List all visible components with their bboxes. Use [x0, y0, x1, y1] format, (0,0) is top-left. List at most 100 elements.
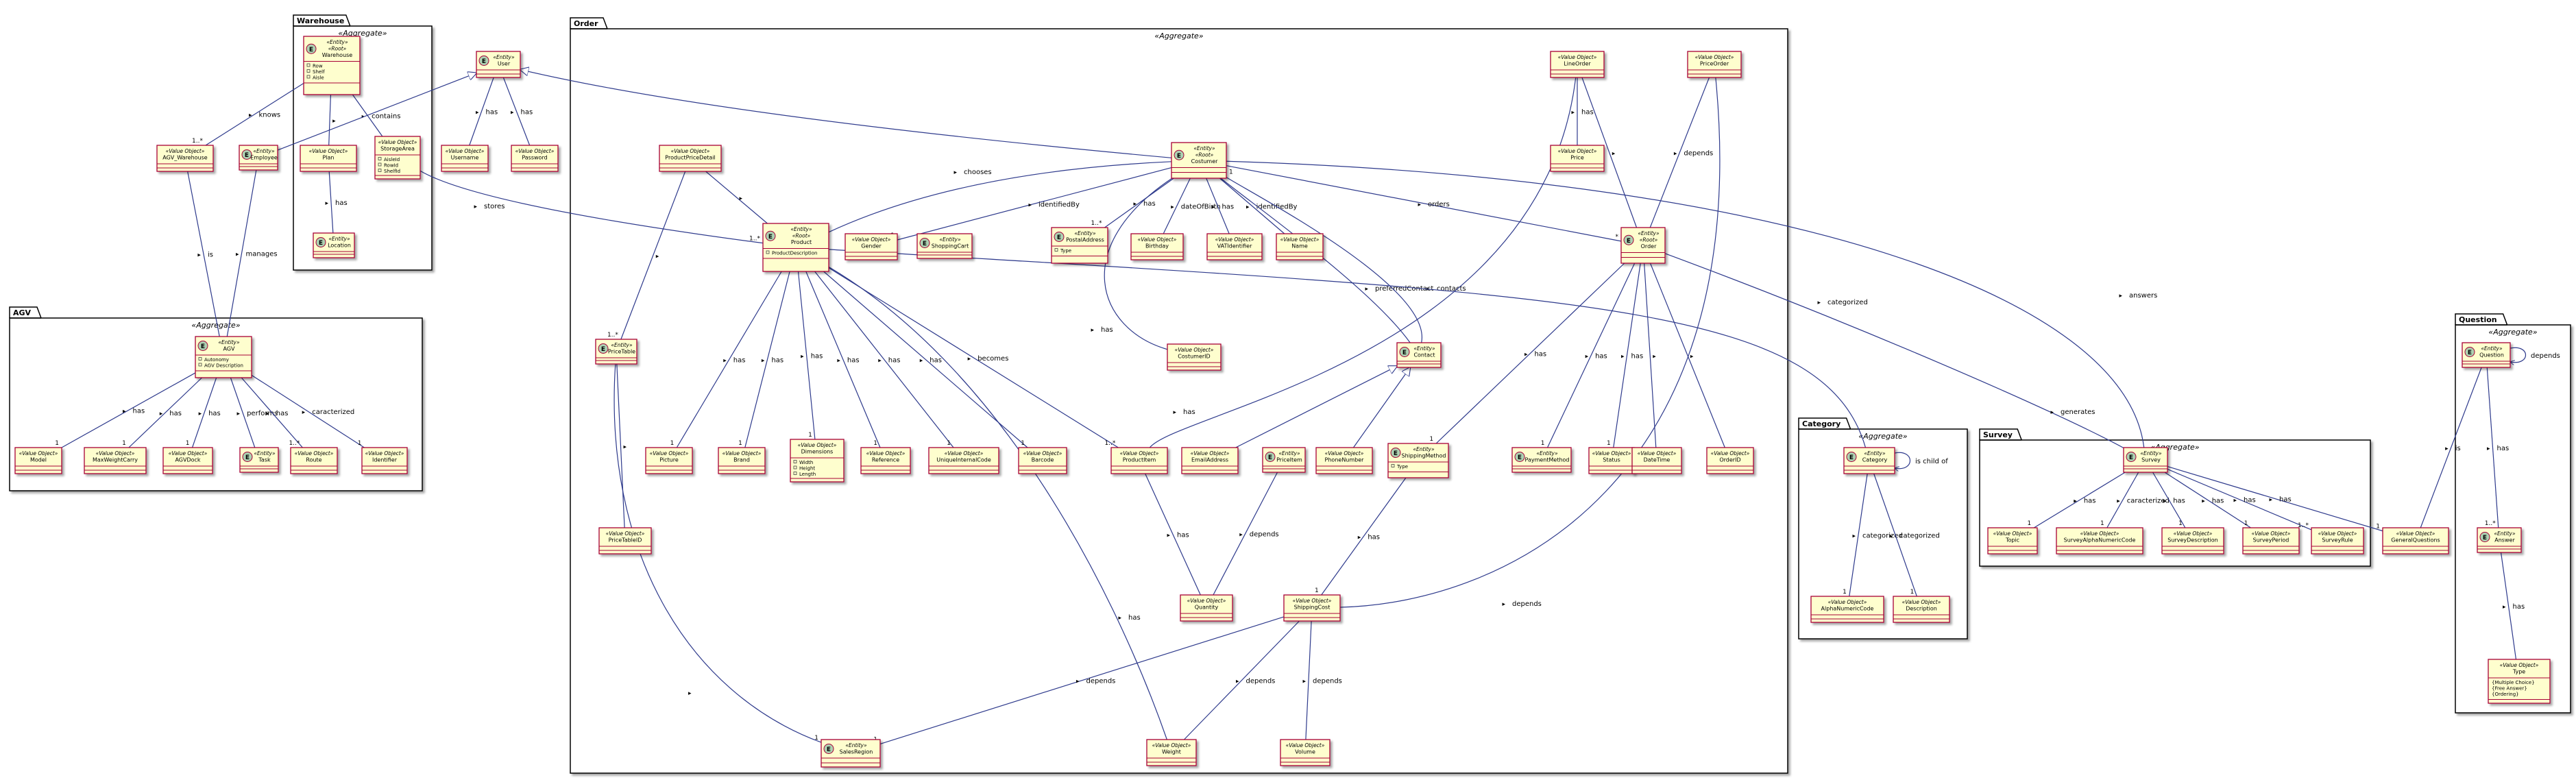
relation-agv-task: performs▸ — [230, 377, 278, 448]
relation-product-dimensions: has▸1 — [797, 271, 823, 440]
relation-label: identifiedBy — [1038, 201, 1080, 208]
class-phonenumber[interactable]: «Value Object»PhoneNumber — [1315, 447, 1373, 474]
attribute-bullet-icon — [766, 250, 770, 254]
class-emailaddress[interactable]: «Value Object»EmailAddress — [1181, 447, 1239, 474]
relation-label: has — [169, 410, 182, 417]
class-surveydescription[interactable]: «Value Object»SurveyDescription — [2161, 527, 2224, 554]
class-storagearea[interactable]: «Value Object»StorageAreaAisleIdRowIdShe… — [374, 136, 421, 180]
class-picture[interactable]: «Value Object»Picture — [645, 447, 693, 474]
class-plan[interactable]: «Value Object»Plan — [300, 145, 357, 172]
class-brand[interactable]: «Value Object»Brand — [718, 447, 766, 474]
entity-marker-letter: E — [245, 454, 250, 461]
class-name: UniqueInternalCode — [936, 457, 991, 463]
class-description[interactable]: «Value Object»Description — [1893, 596, 1950, 623]
class-employee[interactable]: E«Entity»Employee — [239, 145, 278, 171]
class-stereotype: «Value Object» — [2174, 531, 2213, 537]
class-barcode[interactable]: «Value Object»Barcode — [1018, 447, 1067, 474]
class-stereotype: «Value Object» — [2252, 531, 2291, 537]
class-contact[interactable]: E«Entity»Contact — [1396, 342, 1442, 368]
class-location[interactable]: E«Entity»Location — [313, 232, 355, 258]
class-route[interactable]: «Value Object»Route — [290, 447, 338, 474]
class-type[interactable]: «Value Object»Type{Multiple Choice}{Free… — [2488, 659, 2551, 704]
class-answer[interactable]: E«Entity»Answer — [2477, 527, 2522, 553]
class-volume[interactable]: «Value Object»Volume — [1280, 739, 1330, 766]
direction-icon: ▸ — [1612, 151, 1616, 158]
class-quantity[interactable]: «Value Object»Quantity — [1180, 594, 1233, 622]
class-priceorder[interactable]: «Value Object»PriceOrder — [1687, 51, 1742, 78]
class-reference[interactable]: «Value Object»Reference — [860, 447, 911, 474]
class-order[interactable]: E«Entity»«Root»Order — [1620, 227, 1666, 264]
class-agv_warehouse[interactable]: «Value Object»AGV_Warehouse — [156, 145, 214, 172]
class-birthday[interactable]: «Value Object»Birthday — [1130, 233, 1184, 260]
class-gender[interactable]: «Value Object»Gender — [845, 233, 898, 260]
class-orderid[interactable]: «Value Object»OrderID — [1706, 447, 1754, 474]
class-lineorder[interactable]: «Value Object»LineOrder — [1550, 51, 1605, 78]
class-username[interactable]: «Value Object»Username — [441, 145, 489, 172]
class-agvdock[interactable]: «Value Object»AGVDock — [162, 447, 213, 474]
entity-marker-icon — [306, 43, 317, 54]
relation-priceorder-order: depends▸ — [1649, 77, 1713, 228]
class-generalquestions[interactable]: «Value Object»GeneralQuestions — [2382, 527, 2449, 554]
class-name: PriceTableID — [609, 537, 642, 544]
relation-label: has — [2497, 445, 2510, 452]
class-status[interactable]: «Value Object»Status — [1588, 447, 1635, 474]
class-pricetableid[interactable]: «Value Object»PriceTableID — [598, 527, 652, 554]
class-weight[interactable]: «Value Object»Weight — [1146, 739, 1197, 766]
class-surveyalphanumericcode[interactable]: «Value Object»SurveyAlphaNumericCode — [2056, 527, 2143, 554]
class-user[interactable]: E«Entity»User — [476, 51, 521, 78]
class-question[interactable]: E«Entity»Question — [2462, 342, 2511, 368]
class-salesregion[interactable]: E«Entity»SalesRegion — [821, 739, 881, 768]
class-stereotype: «Value Object» — [671, 148, 710, 154]
class-shoppingcart[interactable]: E«Entity»ShoppingCart — [916, 233, 973, 259]
class-paymentmethod[interactable]: E«Entity»PaymentMethod — [1511, 447, 1572, 473]
class-model[interactable]: «Value Object»Model — [14, 447, 62, 474]
class-category[interactable]: E«Entity»Category — [1843, 447, 1895, 474]
class-uniqueinternalcode[interactable]: «Value Object»UniqueInternalCode — [928, 447, 999, 474]
class-name[interactable]: «Value Object»Name — [1276, 233, 1324, 260]
class-identifier[interactable]: «Value Object»Identifier — [361, 447, 408, 474]
class-maxweightcarry[interactable]: «Value Object»MaxWeightCarry — [84, 447, 147, 474]
class-vatidentifier[interactable]: «Value Object»VATIdentifier — [1206, 233, 1263, 260]
direction-icon: ▸ — [953, 169, 957, 176]
relation-category-alphanumericcode: categorized▸1 — [1843, 473, 1903, 597]
class-stereotype: «Value Object» — [1187, 598, 1226, 604]
class-stereotype: «Value Object» — [1138, 236, 1177, 243]
class-topic[interactable]: «Value Object»Topic — [1987, 527, 2038, 554]
class-surveyperiod[interactable]: «Value Object»SurveyPeriod — [2242, 527, 2300, 554]
direction-icon: ▸ — [1239, 532, 1243, 539]
class-customer[interactable]: E«Entity»«Root»Costumer — [1171, 142, 1227, 179]
class-price[interactable]: «Value Object»Price — [1550, 145, 1605, 172]
class-productpricedetail[interactable]: «Value Object»ProductPriceDetail — [659, 145, 722, 172]
package-name: Warehouse — [297, 16, 344, 25]
class-priceitem[interactable]: E«Entity»PriceItem — [1262, 447, 1306, 473]
relation-label: generates — [2061, 409, 2095, 416]
class-dimensions[interactable]: «Value Object»DimensionsWidthHeightLengt… — [790, 439, 845, 483]
relation-label: has — [208, 410, 221, 417]
class-name: Task — [258, 457, 271, 463]
class-datetime[interactable]: «Value Object»DateTime — [1631, 447, 1682, 474]
class-name: Username — [451, 155, 479, 161]
class-productitem[interactable]: «Value Object»ProductItem — [1110, 447, 1168, 474]
class-survey[interactable]: E«Entity»Survey — [2123, 447, 2168, 473]
class-task[interactable]: E«Entity»Task — [239, 447, 279, 473]
class-password[interactable]: «Value Object»Password — [511, 145, 559, 172]
multiplicity-to: 1 — [1843, 589, 1847, 596]
class-costumerid[interactable]: «Value Object»CostumerID — [1167, 343, 1222, 371]
relation-survey-surveyalphanumericcode: caracterized▸1 — [2100, 472, 2170, 528]
class-surveyrule[interactable]: «Value Object»SurveyRule — [2311, 527, 2364, 554]
class-shippingcost[interactable]: «Value Object»ShippingCost — [1283, 594, 1341, 622]
class-pricetable[interactable]: E«Entity»PriceTable — [595, 339, 637, 365]
class-attribute: Shelf — [313, 69, 325, 75]
class-stereotype: «Value Object» — [19, 450, 58, 456]
attribute-bullet-icon — [1054, 248, 1058, 252]
class-stereotype: «Value Object» — [606, 531, 645, 537]
direction-icon: ▸ — [920, 358, 923, 365]
relation-label: has — [1368, 534, 1380, 541]
entity-marker-letter: E — [1849, 454, 1854, 461]
class-alphanumericcode[interactable]: «Value Object»AlphaNumericCode — [1810, 596, 1884, 623]
